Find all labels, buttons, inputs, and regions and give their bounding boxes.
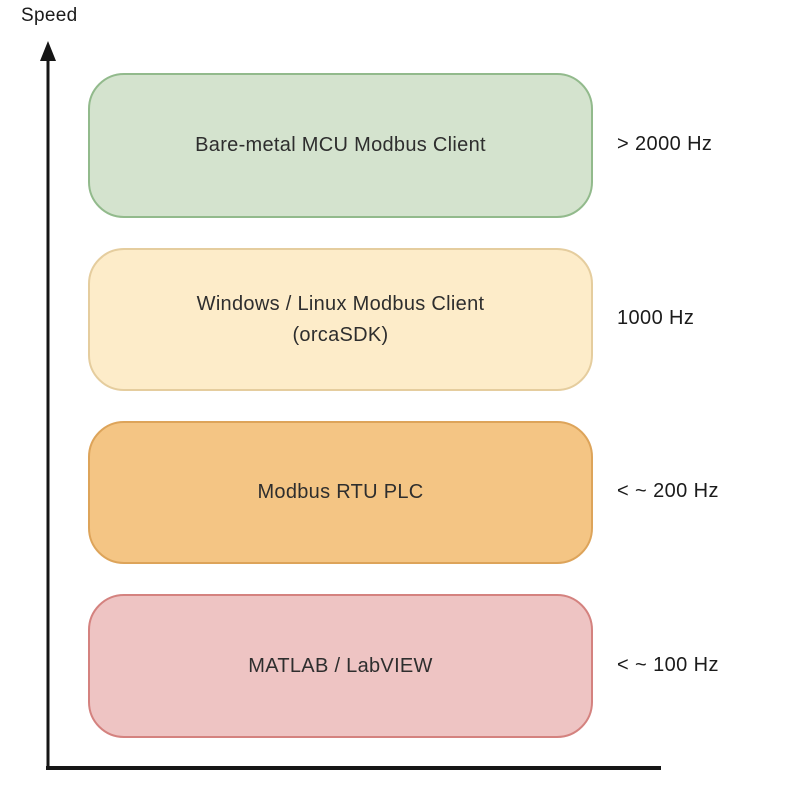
box-label: Modbus RTU PLC xyxy=(257,481,424,503)
rate-label-matlab-labview: < ~ 100 Hz xyxy=(617,654,719,676)
box-label: Bare-metal MCU Modbus Client xyxy=(195,134,486,156)
y-axis-arrowhead-icon xyxy=(40,41,56,61)
rate-label-bare-metal: > 2000 Hz xyxy=(617,133,713,155)
box-label-line2: (orcaSDK) xyxy=(292,323,389,346)
rate-label-modbus-rtu-plc: < ~ 200 Hz xyxy=(617,480,719,502)
box-windows-linux-modbus-client: Windows / Linux Modbus Client (orcaSDK) xyxy=(88,248,593,391)
box-bare-metal-mcu-modbus-client: Bare-metal MCU Modbus Client xyxy=(88,73,593,218)
box-matlab-labview: MATLAB / LabVIEW xyxy=(88,594,593,738)
box-modbus-rtu-plc: Modbus RTU PLC xyxy=(88,421,593,564)
box-label: MATLAB / LabVIEW xyxy=(248,654,433,677)
y-axis-label: Speed xyxy=(21,5,78,26)
box-label: Windows / Linux Modbus Client xyxy=(196,292,485,315)
rate-label-orcasdk: 1000 Hz xyxy=(617,307,695,329)
